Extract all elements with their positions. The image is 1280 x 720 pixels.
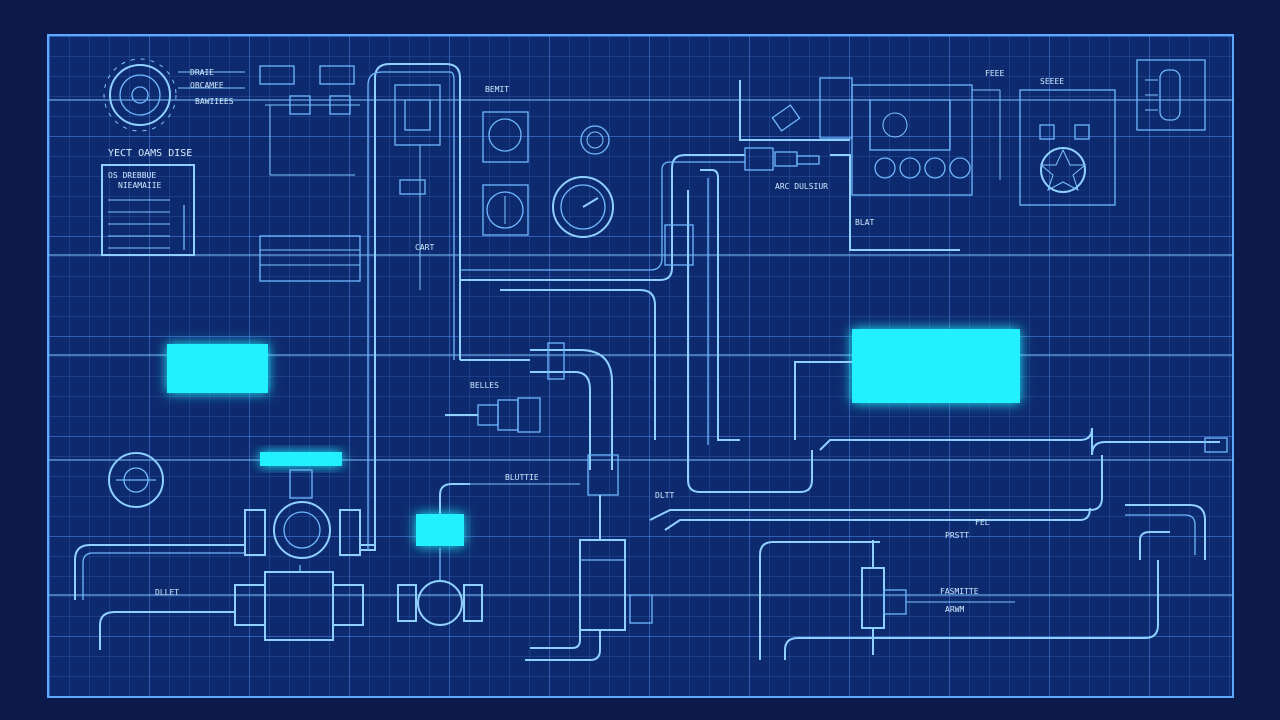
cart-label: CART [415,243,434,252]
gauge-icon [108,452,164,508]
arwm-label: ARWM [945,605,964,614]
rail-label: BLAT [855,218,874,227]
top-note-3: BAWIIEES [195,97,234,106]
top-right-machine [771,77,1001,196]
actuator [445,397,541,433]
elbow-fitting [530,342,619,496]
coupling-assembly [664,147,820,266]
center-top-label: BEMIT [485,85,509,94]
right-pipes [649,427,1228,660]
right-top-label-2: SEEEE [1040,77,1064,86]
pump-unit [1019,89,1116,206]
pressure-gauge [552,176,614,238]
inlet-label: DLLET [155,588,179,597]
ball-valve [244,452,375,559]
fasmitte-label: FASMITTE [940,587,979,596]
gate-valve [234,565,364,641]
spec-panel: OS DREBBUE NIEAMAIIE [101,164,195,256]
panel-sub: OS DREBBUE [108,171,156,180]
gauge-square-2 [482,184,529,236]
highlight-block-left [167,344,268,393]
valve-handle [260,452,342,466]
top-note-1: DRAIE [190,68,214,77]
signal-line [794,361,852,440]
center-pipes [460,80,960,493]
manifold-block [259,65,361,282]
belles-label: BELLES [470,381,499,390]
gear-icon [103,58,177,132]
top-note-2: OBCAMEE [190,81,224,90]
center-top-unit [394,84,441,290]
inline-valve-right [861,540,1015,655]
highlight-block-small [416,514,464,546]
main-riser [360,63,461,551]
right-top-label: FEEE [985,69,1004,78]
vertical-vessel [525,495,653,661]
pressure-tank-icon [1136,59,1206,131]
highlight-block-right [852,329,1020,403]
control-label: ARC DULSIUR [775,182,828,191]
fel-label: FEL [975,518,990,527]
panel-sub-2: NIEAMAIIE [118,181,162,190]
bluttie-label: BLUTTIE [505,473,539,482]
gauge-square [482,111,529,163]
prst-label: PRSTT [945,531,969,540]
outlet-label: DLTT [655,491,674,500]
panel-title: YECT OAMS DISE [108,148,192,159]
gauge-round-small [580,125,610,155]
control-valve [397,483,483,626]
inlet-pipe [74,544,245,650]
